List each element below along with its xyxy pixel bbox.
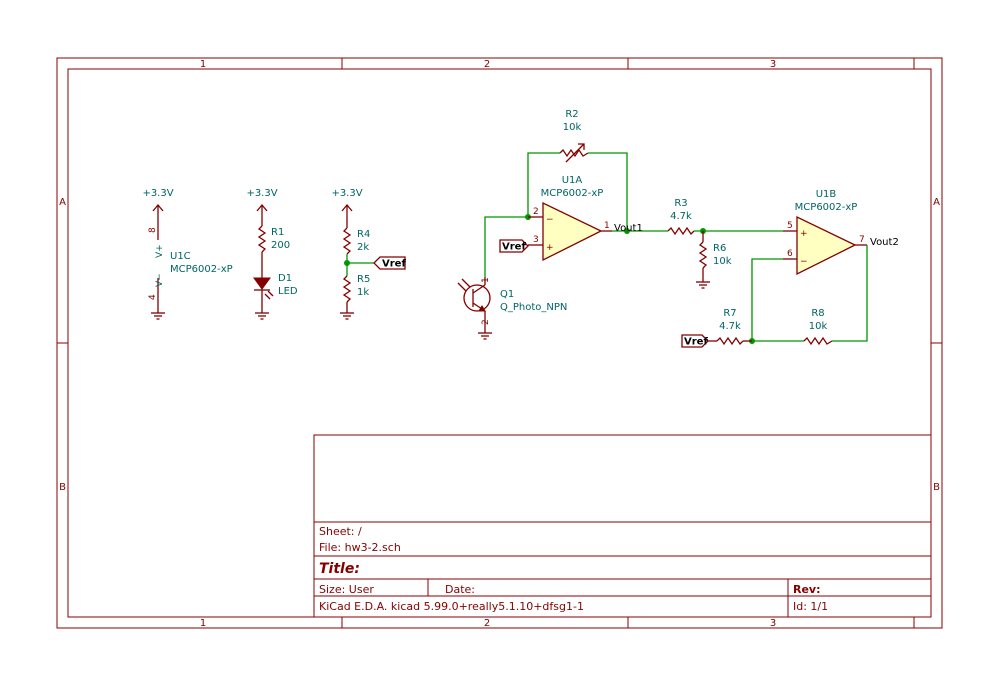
row-label: B xyxy=(933,482,940,493)
ref-label: R3 xyxy=(674,198,687,209)
power-label: +3.3V xyxy=(246,188,277,199)
value-label: MCP6002-xP xyxy=(541,188,604,199)
tb-sheet: Sheet: / xyxy=(319,525,362,538)
tb-size: Size: User xyxy=(319,583,374,596)
column-label: 3 xyxy=(770,618,776,629)
ref-label: U1B xyxy=(816,189,837,200)
r1-d1-led-branch[interactable]: +3.3V R1 200 D1 LED xyxy=(246,188,298,320)
ref-label: R5 xyxy=(357,274,370,285)
column-label: 2 xyxy=(484,618,490,629)
value-label: 1k xyxy=(357,287,369,298)
ref-label: R8 xyxy=(811,308,824,319)
frame-row-labels: A B A B xyxy=(59,197,940,493)
row-label: B xyxy=(59,482,66,493)
ref-label: R7 xyxy=(723,308,736,319)
u1a-stage[interactable]: R2 10k − + 2 3 1 U1A MCP6002-xP Vref Vou… xyxy=(457,109,668,340)
drawing-frame xyxy=(56,57,943,629)
pin-number: 1 xyxy=(481,277,491,283)
tb-file: File: hw3-2.sch xyxy=(319,541,401,554)
pin-name: V+ xyxy=(155,244,165,258)
net-label-vout1: Vout1 xyxy=(614,223,643,234)
net-label-vout2: Vout2 xyxy=(870,237,899,248)
pin-number: 7 xyxy=(859,235,865,245)
pin-name-plus: + xyxy=(800,229,808,239)
u1b-stage[interactable]: + − 5 6 7 U1B MCP6002-xP Vout2 R7 4.7k R… xyxy=(681,189,899,348)
value-label: 2k xyxy=(357,242,369,253)
ref-label: R6 xyxy=(713,243,726,254)
pin-number: 1 xyxy=(604,221,610,231)
power-label: +3.3V xyxy=(331,188,362,199)
value-label: 10k xyxy=(713,256,732,267)
column-label: 1 xyxy=(200,618,206,629)
pin-number: 6 xyxy=(787,249,793,259)
u1c-power-unit[interactable]: +3.3V 8 V+ 4 V− U1C MCP6002-xP xyxy=(142,188,233,320)
value-label: 200 xyxy=(271,240,290,251)
value-label: MCP6002-xP xyxy=(170,264,233,275)
value-label: 10k xyxy=(563,122,582,133)
pin-number: 4 xyxy=(148,294,158,300)
pin-number: 8 xyxy=(148,227,158,233)
r3-r6-divider[interactable]: R3 4.7k R6 10k xyxy=(667,198,783,289)
r4-r5-vref-divider[interactable]: +3.3V R4 2k R5 1k Vref xyxy=(331,188,406,320)
net-label-vref: Vref xyxy=(684,337,708,348)
pin-name-plus: + xyxy=(546,243,554,253)
row-label: A xyxy=(933,197,940,208)
ref-label: D1 xyxy=(278,273,292,284)
pin-number: 3 xyxy=(533,235,539,245)
column-label: 3 xyxy=(770,59,776,70)
value-label: MCP6002-xP xyxy=(795,202,858,213)
title-block: Sheet: / File: hw3-2.sch Title: Size: Us… xyxy=(313,434,932,618)
net-label-vref: Vref xyxy=(502,242,526,253)
value-label: Q_Photo_NPN xyxy=(500,302,567,313)
value-label: 4.7k xyxy=(670,211,692,222)
frame-column-labels: 1 2 3 1 2 3 xyxy=(200,59,776,629)
tb-id: Id: 1/1 xyxy=(793,600,828,613)
pin-number: 2 xyxy=(533,207,539,217)
ref-label: R4 xyxy=(357,229,370,240)
pin-number: 5 xyxy=(787,221,793,231)
value-label: 4.7k xyxy=(719,321,741,332)
pin-name-minus: − xyxy=(800,257,808,267)
row-label: A xyxy=(59,197,66,208)
power-label: +3.3V xyxy=(142,188,173,199)
ref-label: R2 xyxy=(565,109,578,120)
value-label: LED xyxy=(278,286,298,297)
tb-tool: KiCad E.D.A. kicad 5.99.0+really5.1.10+d… xyxy=(319,600,584,613)
column-label: 2 xyxy=(484,59,490,70)
ref-label: R1 xyxy=(271,227,284,238)
pin-name: V− xyxy=(155,273,165,287)
net-label-vref: Vref xyxy=(382,259,406,270)
pin-name-minus: − xyxy=(546,215,554,225)
tb-date: Date: xyxy=(445,583,475,596)
ref-label: U1C xyxy=(170,251,191,262)
ref-label: Q1 xyxy=(500,289,514,300)
pin-number: 2 xyxy=(481,319,491,325)
ref-label: U1A xyxy=(562,175,583,186)
value-label: 10k xyxy=(809,321,828,332)
tb-rev: Rev: xyxy=(793,583,821,596)
tb-title: Title: xyxy=(319,561,360,577)
column-label: 1 xyxy=(200,59,206,70)
